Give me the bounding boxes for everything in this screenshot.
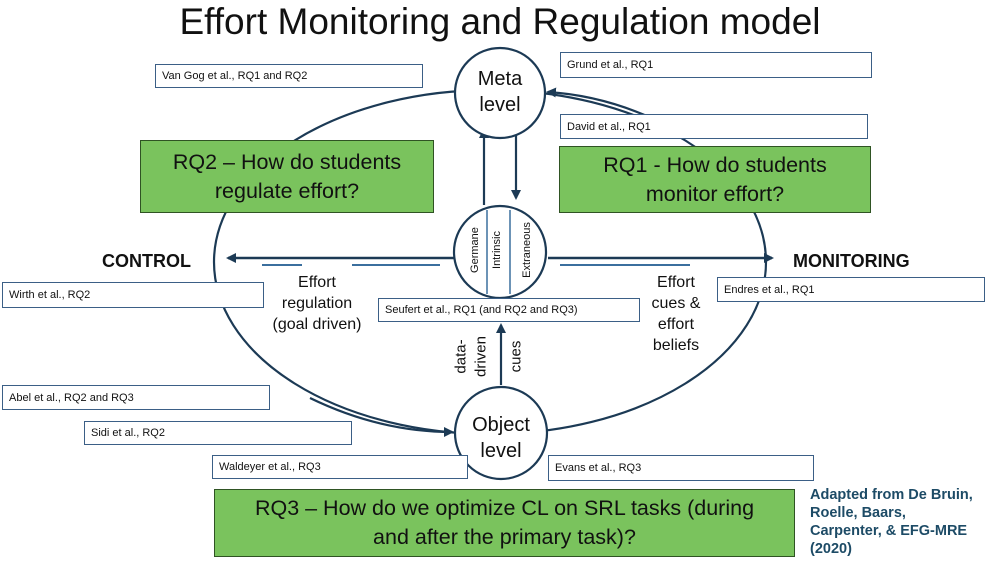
effort-cues-line-4: beliefs xyxy=(652,337,700,354)
ref-evans: Evans et al., RQ3 xyxy=(548,455,814,481)
object-line-1: Object xyxy=(472,414,530,436)
rq3-line-1: RQ3 – How do we optimize CL on SRL tasks… xyxy=(254,496,755,520)
page-title: Effort Monitoring and Regulation model xyxy=(179,1,821,42)
object-line-2: level xyxy=(480,440,522,462)
rq2-line-2: regulate effort? xyxy=(214,178,360,203)
ref-waldeyer: Waldeyer et al., RQ3 xyxy=(212,455,468,479)
meta-line-1: Meta xyxy=(477,68,523,90)
attribution-line-3: Carpenter, & EFG-MRE xyxy=(810,523,968,539)
ref-wirth: Wirth et al., RQ2 xyxy=(2,282,264,308)
rq3-box: RQ3 – How do we optimize CL on SRL tasks… xyxy=(214,489,795,557)
ref-david: David et al., RQ1 xyxy=(560,114,868,139)
germane-label: Germane xyxy=(469,227,481,273)
rq1-line-1: RQ1 - How do students xyxy=(603,152,827,177)
data-driven-line-1: data- xyxy=(452,339,470,374)
object-node-circle xyxy=(453,385,549,481)
ref-grund: Grund et al., RQ1 xyxy=(560,52,872,78)
ref-endres: Endres et al., RQ1 xyxy=(717,277,985,302)
effort-cues-line-1: Effort xyxy=(657,274,695,291)
ref-seufert: Seufert et al., RQ1 (and RQ2 and RQ3) xyxy=(378,298,640,322)
attribution-line-1: Adapted from De Bruin, xyxy=(810,487,973,503)
meta-node-circle xyxy=(453,46,547,140)
rq1-box: RQ1 - How do students monitor effort? xyxy=(559,146,871,213)
meta-node-label: Meta level xyxy=(455,66,545,118)
object-node-label: Object level xyxy=(456,412,546,464)
effort-cues-line-3: effort xyxy=(657,316,695,333)
rq1-line-2: monitor effort? xyxy=(645,181,785,206)
data-driven-line-3: cues xyxy=(507,340,525,373)
effort-regulation-line-3: (goal driven) xyxy=(272,316,362,333)
effort-regulation-line-2: regulation xyxy=(281,295,353,312)
attribution: Adapted from De Bruin, Roelle, Baars, Ca… xyxy=(810,486,1000,558)
rq3-line-2: and after the primary task)? xyxy=(373,525,636,549)
monitoring-label: MONITORING xyxy=(793,251,910,271)
effort-cues-line-2: cues & xyxy=(651,295,701,312)
meta-line-2: level xyxy=(479,94,521,116)
effort-regulation-line-1: Effort xyxy=(298,274,336,291)
control-label: CONTROL xyxy=(102,251,191,271)
attribution-line-2: Roelle, Baars, xyxy=(810,505,906,521)
effort-cues-label: Effort cues & effort beliefs xyxy=(636,272,716,356)
intrinsic-label: Intrinsic xyxy=(491,231,503,269)
arrow-to-object xyxy=(309,397,454,437)
ref-sidi: Sidi et al., RQ2 xyxy=(84,421,352,445)
attribution-line-4: (2020) xyxy=(810,541,852,557)
rq2-box: RQ2 – How do students regulate effort? xyxy=(140,140,434,213)
effort-regulation-label: Effort regulation (goal driven) xyxy=(262,272,372,335)
ref-abel: Abel et al., RQ2 and RQ3 xyxy=(2,385,270,410)
ref-van-gog: Van Gog et al., RQ1 and RQ2 xyxy=(155,64,423,88)
rq2-line-1: RQ2 – How do students xyxy=(172,149,402,174)
extraneous-label: Extraneous xyxy=(521,222,533,278)
data-driven-line-2: driven xyxy=(472,336,490,377)
